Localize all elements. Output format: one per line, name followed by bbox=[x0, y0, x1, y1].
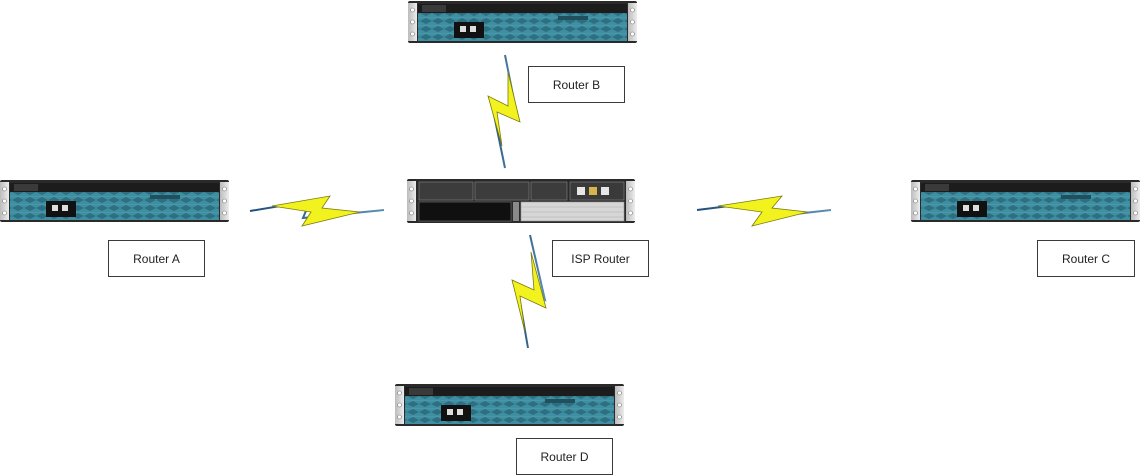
serial-link-isp-a bbox=[249, 195, 385, 227]
router-b-label: Router B bbox=[528, 66, 625, 103]
router-c-device bbox=[911, 180, 1140, 222]
router-c-label: Router C bbox=[1037, 240, 1135, 277]
serial-link-isp-b bbox=[487, 54, 521, 169]
router-a-device bbox=[0, 180, 229, 222]
isp-router-device bbox=[407, 179, 635, 223]
router-d-device bbox=[395, 384, 624, 426]
router-b-device bbox=[408, 1, 637, 43]
serial-link-isp-c bbox=[696, 195, 832, 227]
router-a-label: Router A bbox=[108, 240, 205, 277]
router-d-label: Router D bbox=[516, 438, 613, 475]
isp-router-label: ISP Router bbox=[552, 240, 649, 277]
serial-link-isp-d bbox=[511, 234, 547, 349]
